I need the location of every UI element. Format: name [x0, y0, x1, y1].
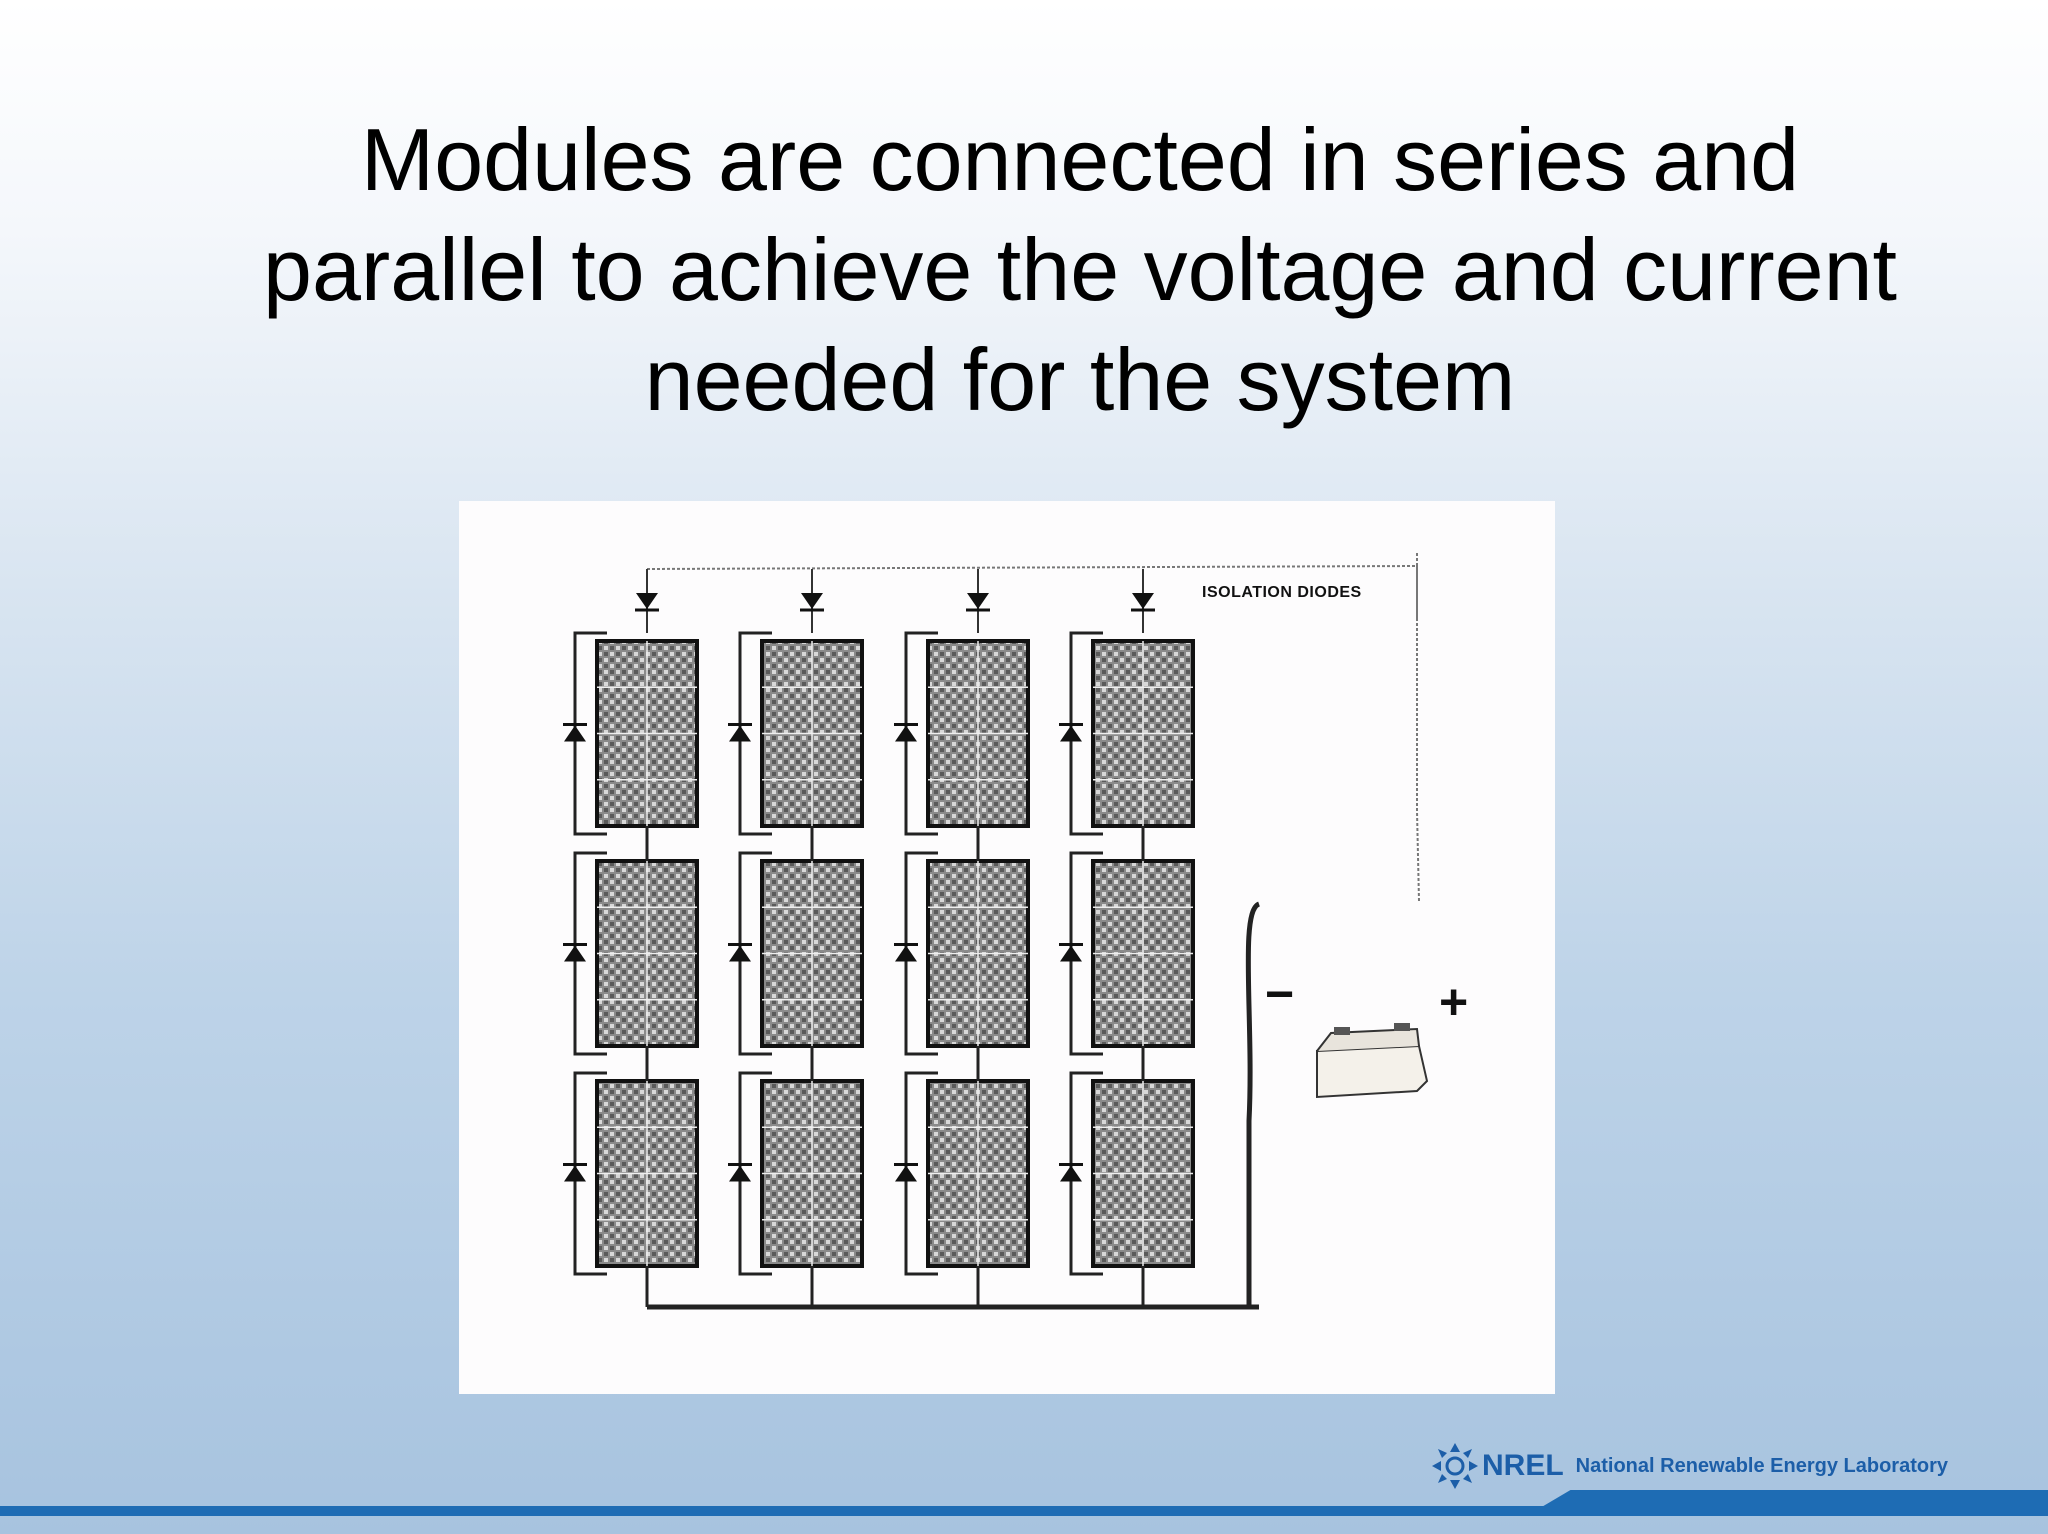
solar-module [760, 859, 864, 1048]
bypass-diode [894, 1163, 918, 1182]
bypass-diode [894, 723, 918, 742]
battery-icon [1316, 1023, 1429, 1099]
footer-bar [0, 1506, 2048, 1516]
organization-name: National Renewable Energy Laboratory [1575, 1454, 1948, 1477]
nrel-logo: NREL National Renewable Energy Laborator… [1432, 1438, 1948, 1494]
title-line-1: Modules are connected in series and [360, 110, 1800, 209]
bypass-diode [728, 1163, 752, 1182]
bypass-diode [563, 723, 587, 742]
bypass-diode [563, 1163, 587, 1182]
isolation-diode [800, 593, 824, 612]
isolation-diode [1131, 593, 1155, 612]
bypass-diode [1059, 723, 1083, 742]
solar-module [1091, 859, 1195, 1048]
title-line-2: parallel to achieve the voltage and curr… [263, 220, 1897, 319]
isolation-diode [966, 593, 990, 612]
solar-module [760, 639, 864, 828]
solar-module [926, 639, 1030, 828]
solar-module [595, 1079, 699, 1268]
plus-sign: + [1439, 974, 1468, 1030]
solar-module [926, 1079, 1030, 1268]
sunburst-icon [1432, 1443, 1478, 1489]
solar-module [595, 639, 699, 828]
bypass-diode [563, 943, 587, 962]
solar-module [595, 859, 699, 1048]
title-line-3: needed for the system [644, 330, 1516, 429]
solar-module [760, 1079, 864, 1268]
footer-accent-tab [1540, 1490, 2048, 1508]
negative-lead [649, 901, 1261, 1310]
array-wiring-svg: − + [563, 553, 1468, 1310]
logo-wordmark: NREL [1482, 1449, 1564, 1482]
positive-lead [1416, 553, 1420, 902]
bypass-diode [894, 943, 918, 962]
solar-module [926, 859, 1030, 1048]
bypass-diode [728, 943, 752, 962]
bypass-diode [728, 723, 752, 742]
solar-module [1091, 1079, 1195, 1268]
bypass-diode [1059, 1163, 1083, 1182]
pv-array-diagram: − + ISOLATION DIODES [459, 501, 1555, 1394]
isolation-diode [635, 593, 659, 612]
solar-module [1091, 639, 1195, 828]
isolation-diodes-label: ISOLATION DIODES [1202, 584, 1362, 601]
slide-title: Modules are connected in series and para… [150, 105, 2010, 435]
minus-sign: − [1265, 966, 1294, 1022]
bypass-diode [1059, 943, 1083, 962]
